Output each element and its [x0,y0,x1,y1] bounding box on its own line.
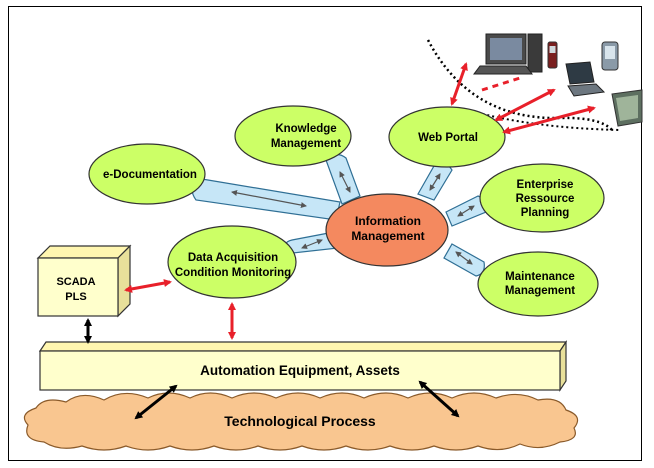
edoc-line-1: e-Documentation [103,169,197,181]
pda-icon [601,41,619,71]
connector-arrows [231,171,475,265]
process-cloud: Technological Process [23,392,579,451]
scada-line-1: SCADA [56,276,95,288]
scada-box: SCADA PLS [36,244,132,318]
automation-bar: Automation Equipment, Assets [38,340,568,392]
svg-text:Web Portal: Web Portal [418,132,478,144]
red-arrows [124,62,596,340]
dataacq-line-2: Condition Monitoring [175,267,291,279]
web-portal-line-1: Web Portal [418,132,478,144]
knowledge-line-1: Knowledge [275,123,336,135]
maint-line-2: Management [505,285,575,297]
arrow-web-phone-dotted [481,76,521,92]
arrow-web-tablet [502,105,596,135]
scada-line-2: PLS [65,291,86,303]
erp-line-2: Ressource [516,193,575,205]
arrow-automation-process-left [134,384,178,420]
arrow-web-laptop [494,88,556,122]
knowledge-line-2: Management [271,138,341,150]
node-web-portal: Web Portal [388,106,506,168]
mobile-phone-icon [547,41,558,69]
process-label: Technological Process [224,413,376,429]
info-line-1: Information [355,214,421,228]
dataacq-line-1: Data Acquisition [188,252,278,264]
tablet-icon [611,89,643,127]
arrow-automation-process-right [418,380,460,418]
arrow-scada-dataacq [124,279,172,293]
node-e-documentation: e-Documentation [88,143,206,205]
erp-line-3: Planning [521,207,570,219]
maint-line-1: Maintenance [505,271,575,283]
info-line-2: Management [351,229,424,243]
erp-line-1: Enterprise [517,179,574,191]
laptop-icon [565,61,606,97]
automation-label: Automation Equipment, Assets [200,363,400,378]
desktop-computer-icon [473,33,543,75]
arrow-web-desktop [450,62,468,106]
diagram-frame [8,6,642,461]
black-arrows [84,318,460,420]
connector-maint [443,243,485,277]
svg-text:e-Documentation: e-Documentation [103,169,197,181]
